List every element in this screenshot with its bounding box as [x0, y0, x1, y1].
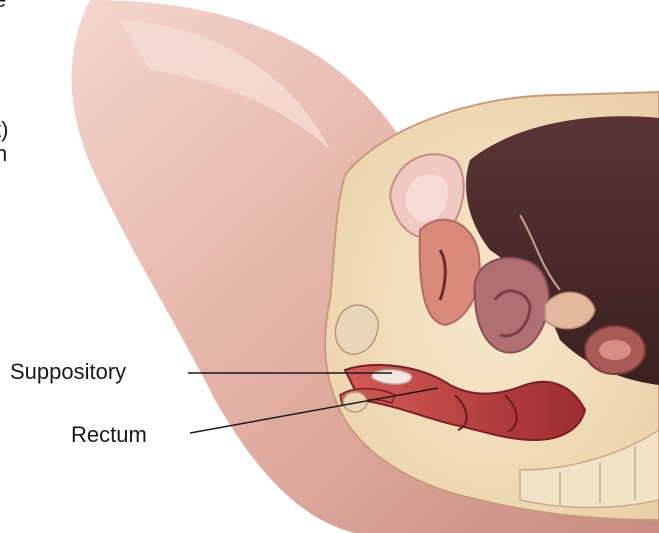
- cut-off-text-line: h: [0, 142, 8, 166]
- rectum-label: Rectum: [71, 423, 147, 447]
- cut-off-text-block: t) h: [0, 118, 8, 166]
- cut-off-text-line: t): [0, 118, 8, 142]
- suppository-label: Suppository: [10, 360, 126, 384]
- cut-off-text-top: e: [0, 0, 6, 12]
